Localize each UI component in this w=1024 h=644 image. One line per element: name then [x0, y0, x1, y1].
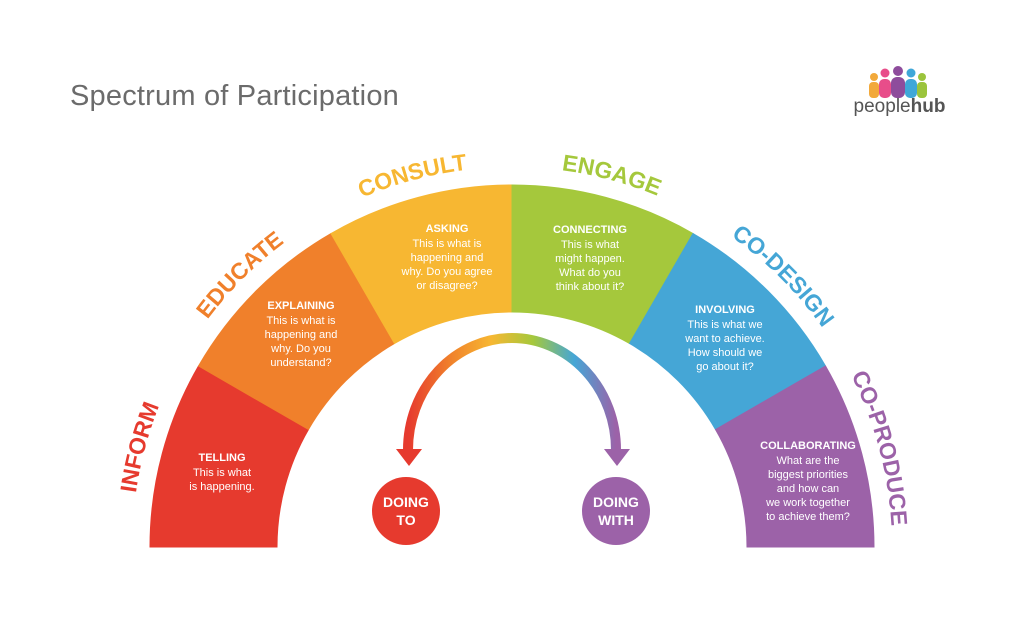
arrow-right-icon [604, 449, 630, 466]
segment-line-consult: happening and [411, 252, 484, 264]
arrow-left-icon [396, 449, 422, 466]
inner-arrow [396, 333, 630, 466]
segment-line-coproduce: to achieve them? [766, 511, 850, 523]
segment-line-educate: This is what is [266, 315, 336, 327]
segment-descriptions: TELLING This is what is happening. EXPLAINI… [189, 223, 856, 523]
segment-line-inform: is happening. [189, 481, 254, 493]
segment-line-codesign: How should we [688, 347, 763, 359]
segment-heading-engage: CONNECTING [553, 224, 627, 236]
doing-with-circle: DOING WITH [582, 477, 650, 545]
doing-with-line2: WITH [598, 512, 634, 528]
segment-line-coproduce: What are the [777, 455, 840, 467]
segment-line-coproduce: we work together [765, 497, 850, 509]
doing-with-line1: DOING [593, 494, 639, 510]
segment-line-engage: think about it? [556, 281, 625, 293]
doing-with-disc [582, 477, 650, 545]
logo-text: peoplehub [853, 96, 946, 117]
doing-to-disc [372, 477, 440, 545]
people-icon [869, 66, 927, 98]
doing-to-circle: DOING TO [372, 477, 440, 545]
page-title: Spectrum of Participation [70, 80, 399, 112]
segment-line-consult: This is what is [412, 238, 482, 250]
doing-to-line1: DOING [383, 494, 429, 510]
segment-line-engage: What do you [559, 267, 621, 279]
segment-heading-codesign: INVOLVING [695, 304, 755, 316]
segment-line-coproduce: and how can [777, 483, 839, 495]
segment-heading-educate: EXPLAINING [267, 300, 334, 312]
segment-heading-inform: TELLING [198, 452, 245, 464]
segment-line-coproduce: biggest priorities [768, 469, 849, 481]
segment-line-educate: why. Do you [270, 343, 331, 355]
segment-line-educate: understand? [270, 357, 331, 369]
doing-to-line2: TO [396, 512, 415, 528]
peoplehub-logo [869, 66, 927, 98]
segment-line-consult: or disagree? [416, 280, 477, 292]
arc-segments [149, 184, 875, 548]
segment-line-codesign: go about it? [696, 361, 754, 373]
segment-line-consult: why. Do you agree [401, 266, 493, 278]
segment-heading-consult: ASKING [426, 223, 469, 235]
segment-line-inform: This is what [193, 467, 251, 479]
segment-line-codesign: This is what we [687, 319, 762, 331]
segment-coproduce [714, 365, 875, 548]
segment-heading-coproduce: COLLABORATING [760, 440, 856, 452]
segment-line-codesign: want to achieve. [684, 333, 765, 345]
segment-line-engage: This is what [561, 239, 619, 251]
segment-line-engage: might happen. [555, 253, 625, 265]
segment-line-educate: happening and [265, 329, 338, 341]
